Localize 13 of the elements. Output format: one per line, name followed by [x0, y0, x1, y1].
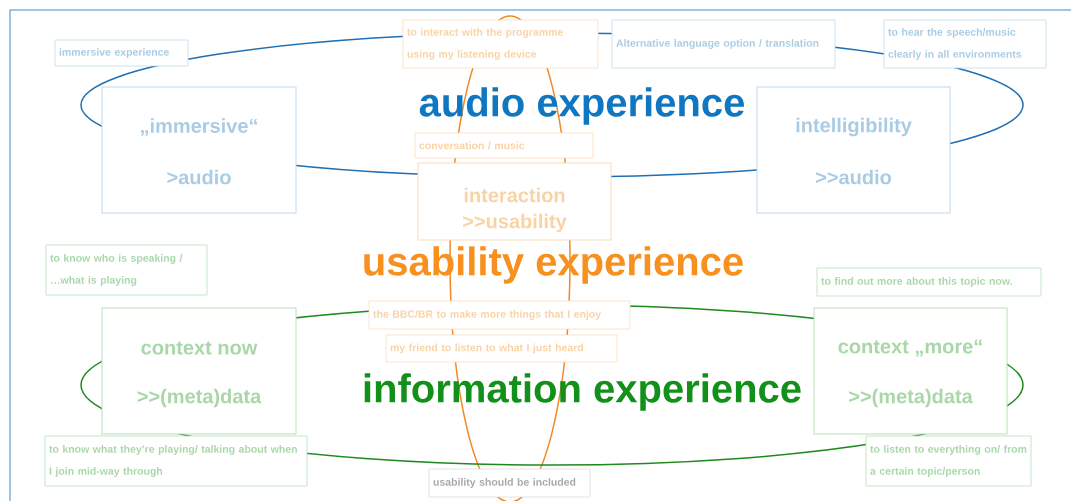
- note-box: the BBC/BR to make more things that I enjoy: [368, 300, 631, 330]
- note-box: immersive experience: [54, 39, 189, 67]
- note-box: usability should be included: [428, 468, 591, 498]
- note-box: to hear the speech/music clearly in all environments: [883, 19, 1047, 69]
- note-box: to know who is speaking / …what is playing: [45, 244, 208, 296]
- note-box: Alternative language option / translation: [611, 19, 836, 69]
- note-box: to listen to everything on/ from a certain topic/person: [865, 435, 1032, 487]
- note-box: to interact with the programme using my listening device: [402, 19, 599, 69]
- category-box: intelligibility >>audio: [756, 86, 951, 214]
- category-box: interaction >>usability: [417, 162, 612, 241]
- note-box: to find out more about this topic now.: [816, 267, 1042, 297]
- category-box: „immersive“ >audio: [101, 86, 297, 214]
- note-box: to know what they’re playing/ talking about when I join mid-way through: [44, 435, 308, 487]
